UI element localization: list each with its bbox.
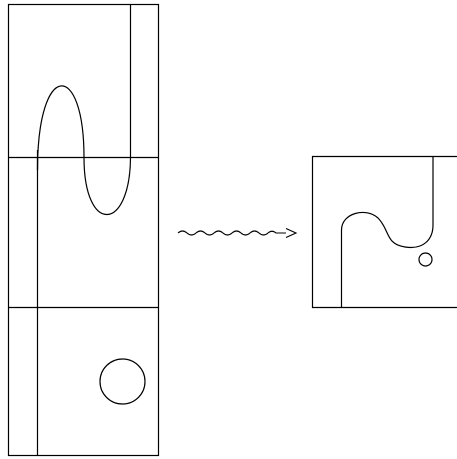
right-panel-small-circle [418, 252, 433, 267]
right-panel-s-curve [340, 156, 434, 308]
left-panel [7, 3, 160, 457]
middle-cell-s-curve [83, 157, 132, 215]
top-cell-s-curve [36, 85, 85, 171]
wavy-arrow-head [285, 227, 298, 239]
left-panel-border [7, 3, 160, 457]
right-panel [311, 155, 457, 309]
wavy-arrow [177, 227, 298, 239]
bottom-cell-circle [99, 358, 146, 405]
right-panel-border [311, 155, 457, 309]
wavy-arrow-shaft [177, 230, 286, 236]
